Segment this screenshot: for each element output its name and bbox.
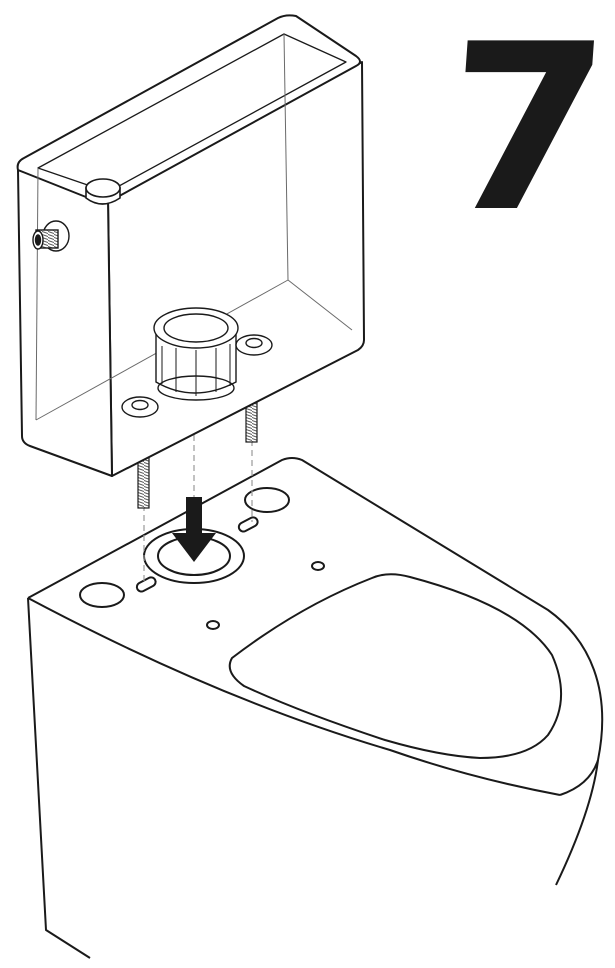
- seat-lid: [228, 573, 562, 759]
- bowl-slot-right: [237, 516, 259, 533]
- cistern-tank-icon: [16, 14, 365, 477]
- tank-inner-opening: [37, 33, 347, 193]
- bowl-bolt-hole-left: [79, 582, 125, 608]
- bowl-small-hole-b: [311, 561, 325, 571]
- toilet-bowl: [27, 457, 604, 959]
- bowl-body-left: [27, 597, 91, 959]
- tank-front-face: [17, 169, 113, 477]
- bowl-small-hole-a: [206, 620, 220, 630]
- flush-valve-icon: [153, 307, 239, 401]
- alignment-guides: [143, 435, 253, 582]
- water-inlet-fitting-icon: [32, 220, 70, 252]
- down-arrow-icon: [172, 497, 216, 562]
- bowl-rim-edge: [27, 597, 561, 796]
- bowl-body-right: [555, 759, 599, 886]
- tank-washers: [121, 334, 273, 418]
- step-number: 7: [436, 0, 610, 263]
- bowl-bolt-hole-right: [244, 487, 290, 513]
- flush-button-icon: [85, 178, 121, 205]
